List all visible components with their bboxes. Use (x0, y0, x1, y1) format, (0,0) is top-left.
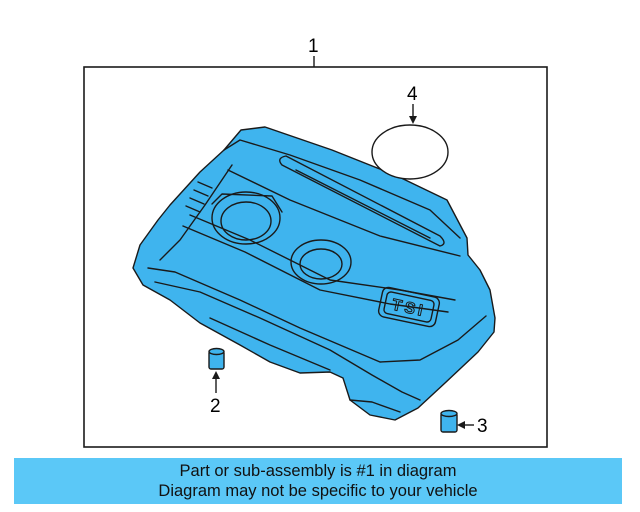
callout-4-label: 4 (407, 84, 418, 105)
filler-recess-left (211, 191, 281, 245)
banner-line-1: Part or sub-assembly is #1 in diagram (179, 462, 457, 480)
engine-cover: TSI (132, 126, 496, 421)
callout-4-arrow (409, 116, 417, 124)
filler-recess-center (290, 239, 352, 285)
grommet-part-3 (440, 409, 458, 433)
info-banner: Part or sub-assembly is #1 in diagram Di… (14, 458, 622, 504)
callout-1-label: 1 (308, 36, 319, 57)
seal-ring-part-4 (371, 124, 449, 180)
callout-3-label: 3 (477, 416, 488, 437)
banner-line-2: Diagram may not be specific to your vehi… (158, 482, 478, 500)
callout-2-arrow (212, 371, 220, 379)
callout-3-arrow (457, 421, 465, 429)
tsi-emblem (377, 286, 441, 328)
callout-2-label: 2 (210, 396, 221, 417)
grommet-part-2 (208, 347, 225, 370)
diagram-frame (83, 66, 548, 448)
